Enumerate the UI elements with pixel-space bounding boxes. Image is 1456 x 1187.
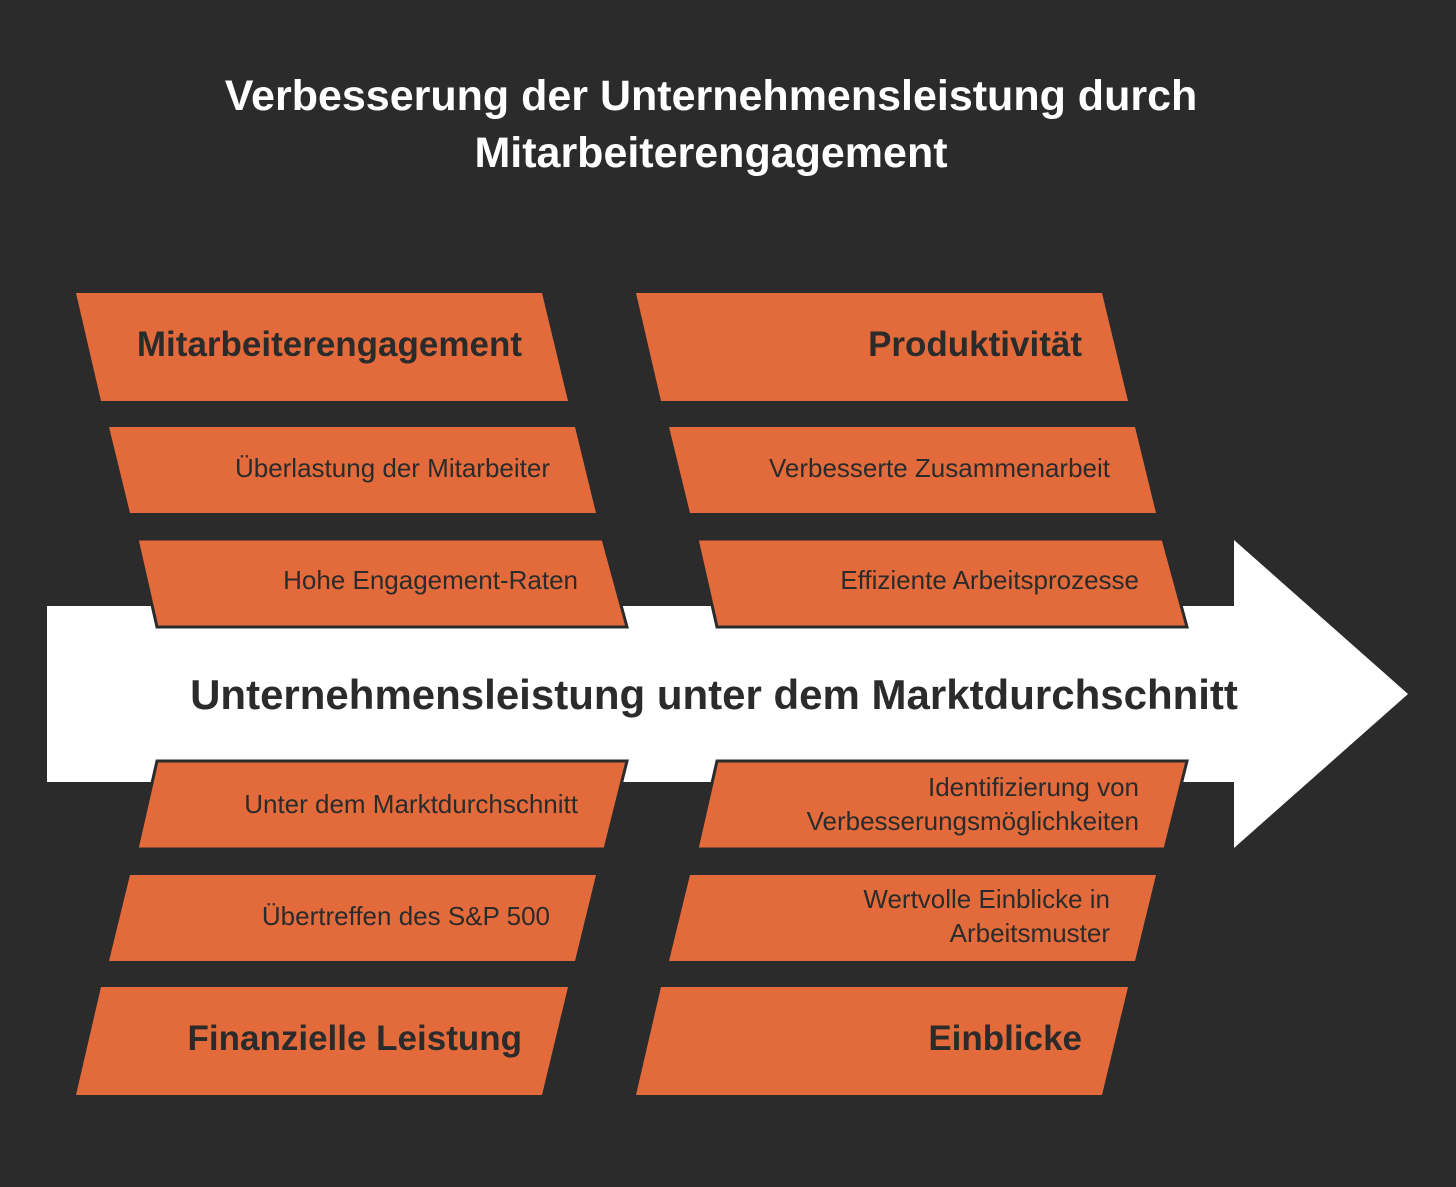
category-einblicke-shape: [636, 987, 1128, 1095]
cause-unter-marktdurchschnitt-shape: [135, 759, 629, 851]
category-einblicke: Einblicke: [636, 987, 1128, 1095]
cause-effiziente-arbeitsprozesse-text: Effiziente Arbeitsprozesse: [840, 565, 1139, 595]
cause-verbesserte-zusammenarbeit: Verbesserte Zusammenarbeit: [669, 427, 1156, 513]
cause-wertvolle-einblicke-shape: [669, 875, 1156, 961]
cause-uebertreffen-sp500: Übertreffen des S&P 500: [109, 875, 596, 961]
cause-uebertreffen-sp500-shape: [109, 875, 596, 961]
category-mitarbeiterengagement-text: Mitarbeiterengagement: [137, 325, 522, 364]
cause-ueberlastung-text: Überlastung der Mitarbeiter: [235, 453, 550, 483]
page-title: Verbesserung der Unternehmensleistung du…: [0, 68, 1422, 182]
cause-hohe-engagement-raten-text: Hohe Engagement-Raten: [283, 565, 578, 595]
category-produktivitaet-text: Produktivität: [868, 325, 1082, 364]
cause-ueberlastung: Überlastung der Mitarbeiter: [109, 427, 596, 513]
cause-verbesserte-zusammenarbeit-text: Verbesserte Zusammenarbeit: [769, 453, 1111, 483]
cause-unter-marktdurchschnitt-text: Unter dem Marktdurchschnitt: [244, 789, 579, 819]
category-einblicke-text: Einblicke: [928, 1019, 1082, 1058]
category-mitarbeiterengagement: Mitarbeiterengagement: [76, 293, 568, 401]
cause-verbesserte-zusammenarbeit-shape: [669, 427, 1156, 513]
title-line-2: Mitarbeiterengagement: [474, 129, 948, 177]
cause-unter-marktdurchschnitt: Unter dem Marktdurchschnitt: [135, 759, 629, 851]
cause-hohe-engagement-raten-shape: [135, 537, 629, 629]
cause-ueberlastung-shape: [109, 427, 596, 513]
category-produktivitaet-shape: [636, 293, 1128, 401]
cause-uebertreffen-sp500-text: Übertreffen des S&P 500: [262, 901, 550, 931]
category-produktivitaet: Produktivität: [636, 293, 1128, 401]
category-finanzielle-leistung-text: Finanzielle Leistung: [188, 1019, 522, 1058]
category-mitarbeiterengagement-shape: [76, 293, 568, 401]
category-finanzielle-leistung: Finanzielle Leistung: [76, 987, 568, 1095]
cause-effiziente-arbeitsprozesse-shape: [695, 537, 1189, 629]
spine-label: Unternehmensleistung unter dem Marktdurc…: [190, 671, 1238, 718]
title-line-1: Verbesserung der Unternehmensleistung du…: [224, 72, 1198, 120]
cause-hohe-engagement-raten: Hohe Engagement-Raten: [135, 537, 629, 629]
category-finanzielle-leistung-shape: [76, 987, 568, 1095]
cause-identifizierung-shape: [695, 759, 1189, 851]
cause-effiziente-arbeitsprozesse: Effiziente Arbeitsprozesse: [695, 537, 1189, 629]
